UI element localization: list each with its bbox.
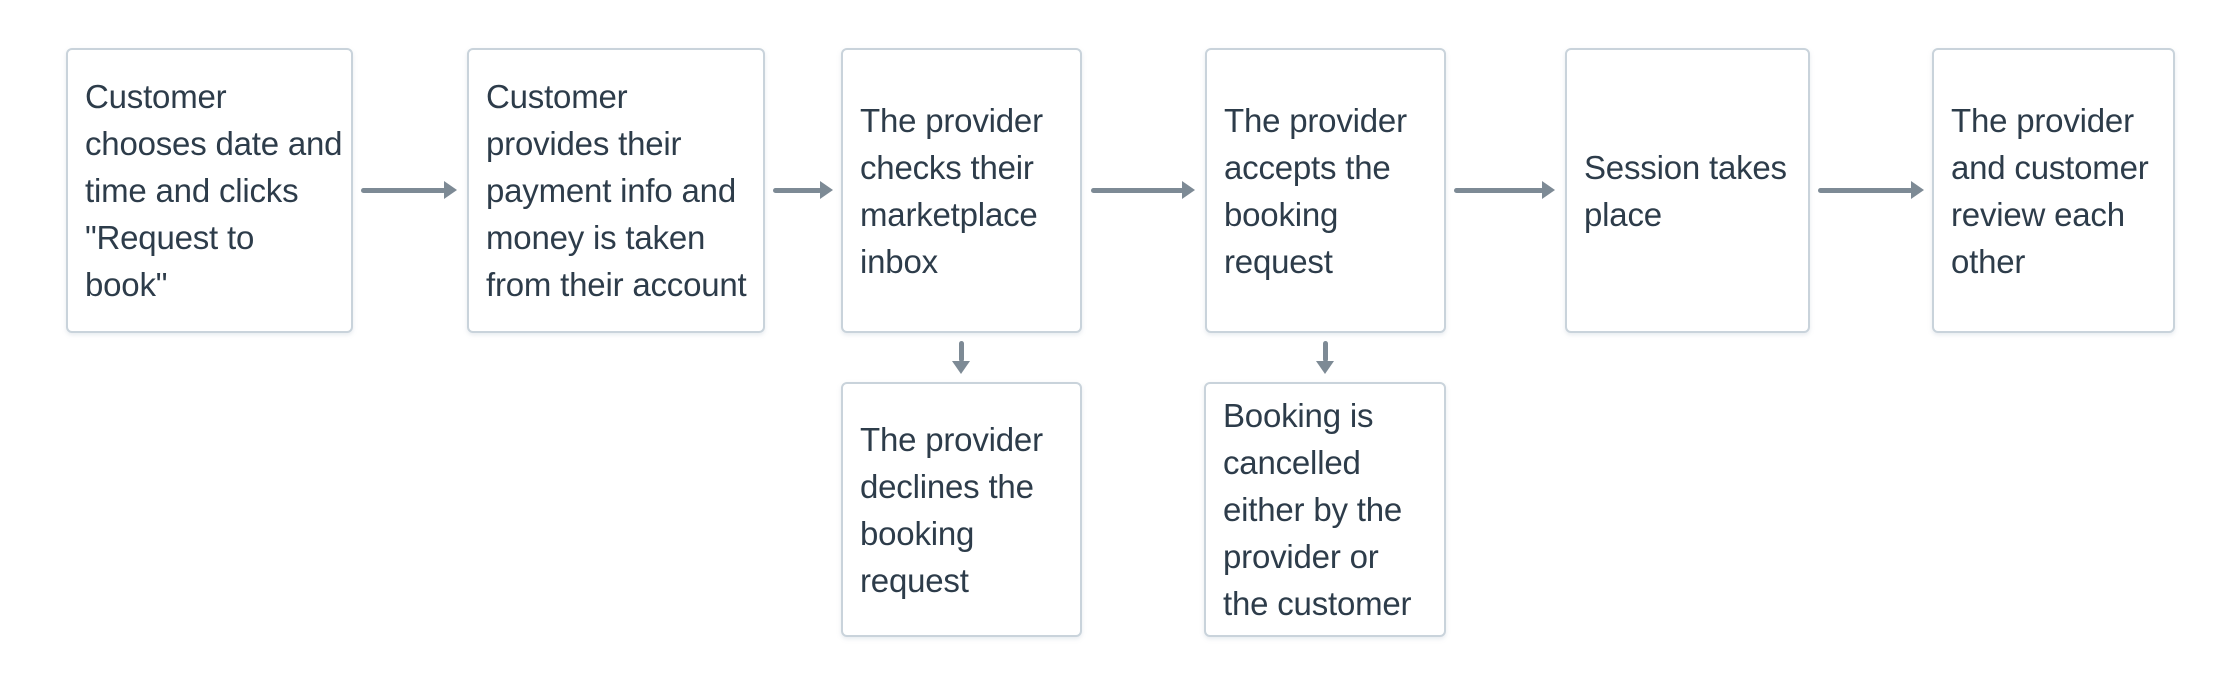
flow-node-text: Session takes place bbox=[1584, 148, 1787, 233]
flow-node-text: Customer chooses date and time and click… bbox=[85, 78, 343, 303]
arrow-head bbox=[820, 181, 833, 199]
arrow-head bbox=[1182, 181, 1195, 199]
flow-node-customer-requests: Customer chooses date and time and click… bbox=[66, 48, 353, 333]
flow-node-customer-pays: Customer provides their payment info and… bbox=[467, 48, 765, 333]
arrow-right-icon bbox=[361, 180, 457, 200]
flow-node-text: Customer provides their payment info and… bbox=[486, 78, 747, 303]
flow-node-provider-accepts: The provider accepts the booking request bbox=[1205, 48, 1446, 333]
arrow-down-icon bbox=[951, 341, 971, 374]
flow-node-text: The provider accepts the booking request bbox=[1224, 101, 1407, 280]
arrow-line bbox=[361, 187, 446, 193]
arrow-head bbox=[952, 361, 970, 374]
arrow-line bbox=[1818, 187, 1913, 193]
arrow-line bbox=[1091, 187, 1184, 193]
arrow-right-icon bbox=[773, 180, 833, 200]
flow-node-text: Booking is cancelled either by the provi… bbox=[1223, 397, 1412, 622]
flow-node-provider-checks-inbox: The provider checks their marketplace in… bbox=[841, 48, 1082, 333]
arrow-head bbox=[1911, 181, 1924, 199]
arrow-right-icon bbox=[1091, 180, 1195, 200]
arrow-line bbox=[773, 187, 822, 193]
flow-node-provider-declines: The provider declines the booking reques… bbox=[841, 382, 1082, 637]
flow-node-text: The provider declines the booking reques… bbox=[860, 420, 1043, 599]
flow-node-text: The provider checks their marketplace in… bbox=[860, 101, 1043, 280]
arrow-line bbox=[1322, 341, 1328, 362]
arrow-down-icon bbox=[1315, 341, 1335, 374]
arrow-head bbox=[444, 181, 457, 199]
flow-node-mutual-review: The provider and customer review each ot… bbox=[1932, 48, 2175, 333]
flow-node-booking-cancelled: Booking is cancelled either by the provi… bbox=[1204, 382, 1446, 637]
flow-node-session-takes-place: Session takes place bbox=[1565, 48, 1810, 333]
arrow-head bbox=[1316, 361, 1334, 374]
arrow-head bbox=[1542, 181, 1555, 199]
flow-node-text: The provider and customer review each ot… bbox=[1951, 101, 2149, 280]
arrow-right-icon bbox=[1818, 180, 1924, 200]
arrow-right-icon bbox=[1454, 180, 1555, 200]
arrow-line bbox=[958, 341, 964, 362]
arrow-line bbox=[1454, 187, 1544, 193]
